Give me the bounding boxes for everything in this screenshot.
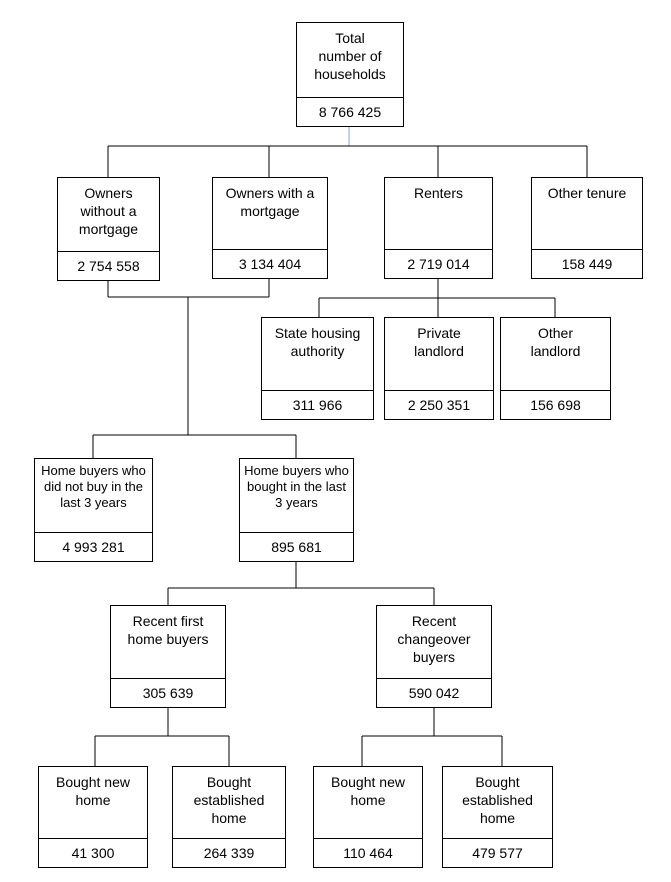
node-state-housing-authority: State housing authority 311 966 xyxy=(261,317,374,420)
node-label: Renters xyxy=(413,185,464,201)
node-value: 41 300 xyxy=(39,838,147,867)
node-home-buyers-not-recent: Home buyers who did not buy in the last … xyxy=(34,458,153,562)
node-label: Bought new home xyxy=(56,774,130,808)
node-value: 479 577 xyxy=(443,838,552,867)
node-value: 158 449 xyxy=(532,249,642,278)
node-label: Home buyers who bought in the last 3 yea… xyxy=(244,463,349,510)
node-label: Owners without a mortgage xyxy=(78,185,139,237)
node-total-households: Total number of households 8 766 425 xyxy=(296,22,404,127)
node-label: Private landlord xyxy=(414,325,464,359)
node-label: Other tenure xyxy=(547,185,627,201)
node-private-landlord: Private landlord 2 250 351 xyxy=(384,317,494,420)
node-value: 3 134 404 xyxy=(213,249,327,278)
node-recent-changeover-buyers: Recent changeover buyers 590 042 xyxy=(376,605,492,708)
node-label: Other landlord xyxy=(530,325,581,359)
node-changeover-bought-established-home: Bought established home 479 577 xyxy=(442,766,553,868)
node-value: 110 464 xyxy=(314,838,422,867)
node-label: Owners with a mortgage xyxy=(225,185,315,219)
node-home-buyers-recent: Home buyers who bought in the last 3 yea… xyxy=(239,458,354,562)
node-label: Total number of households xyxy=(314,30,386,82)
node-value: 2 250 351 xyxy=(385,390,493,419)
node-label: Bought established home xyxy=(193,774,265,826)
node-value: 156 698 xyxy=(501,390,610,419)
node-changeover-bought-new-home: Bought new home 110 464 xyxy=(313,766,423,868)
node-label: State housing authority xyxy=(274,325,361,359)
node-value: 2 754 558 xyxy=(58,251,159,280)
node-first-bought-established-home: Bought established home 264 339 xyxy=(172,766,286,868)
node-value: 264 339 xyxy=(173,838,285,867)
node-label: Recent first home buyers xyxy=(127,613,209,647)
node-other-landlord: Other landlord 156 698 xyxy=(500,317,611,420)
node-label: Recent changeover buyers xyxy=(397,613,471,665)
node-value: 2 719 014 xyxy=(385,249,492,278)
node-first-bought-new-home: Bought new home 41 300 xyxy=(38,766,148,868)
node-other-tenure: Other tenure 158 449 xyxy=(531,177,643,279)
node-label: Bought established home xyxy=(462,774,533,826)
node-value: 895 681 xyxy=(240,532,353,561)
node-owners-without-mortgage: Owners without a mortgage 2 754 558 xyxy=(57,177,160,281)
node-recent-first-home-buyers: Recent first home buyers 305 639 xyxy=(110,605,226,708)
node-value: 4 993 281 xyxy=(35,532,152,561)
node-owners-with-mortgage: Owners with a mortgage 3 134 404 xyxy=(212,177,328,279)
node-value: 8 766 425 xyxy=(297,97,403,126)
node-renters: Renters 2 719 014 xyxy=(384,177,493,279)
node-value: 590 042 xyxy=(377,678,491,707)
node-label: Bought new home xyxy=(331,774,405,808)
node-value: 305 639 xyxy=(111,678,225,707)
node-label: Home buyers who did not buy in the last … xyxy=(41,463,146,510)
node-value: 311 966 xyxy=(262,390,373,419)
